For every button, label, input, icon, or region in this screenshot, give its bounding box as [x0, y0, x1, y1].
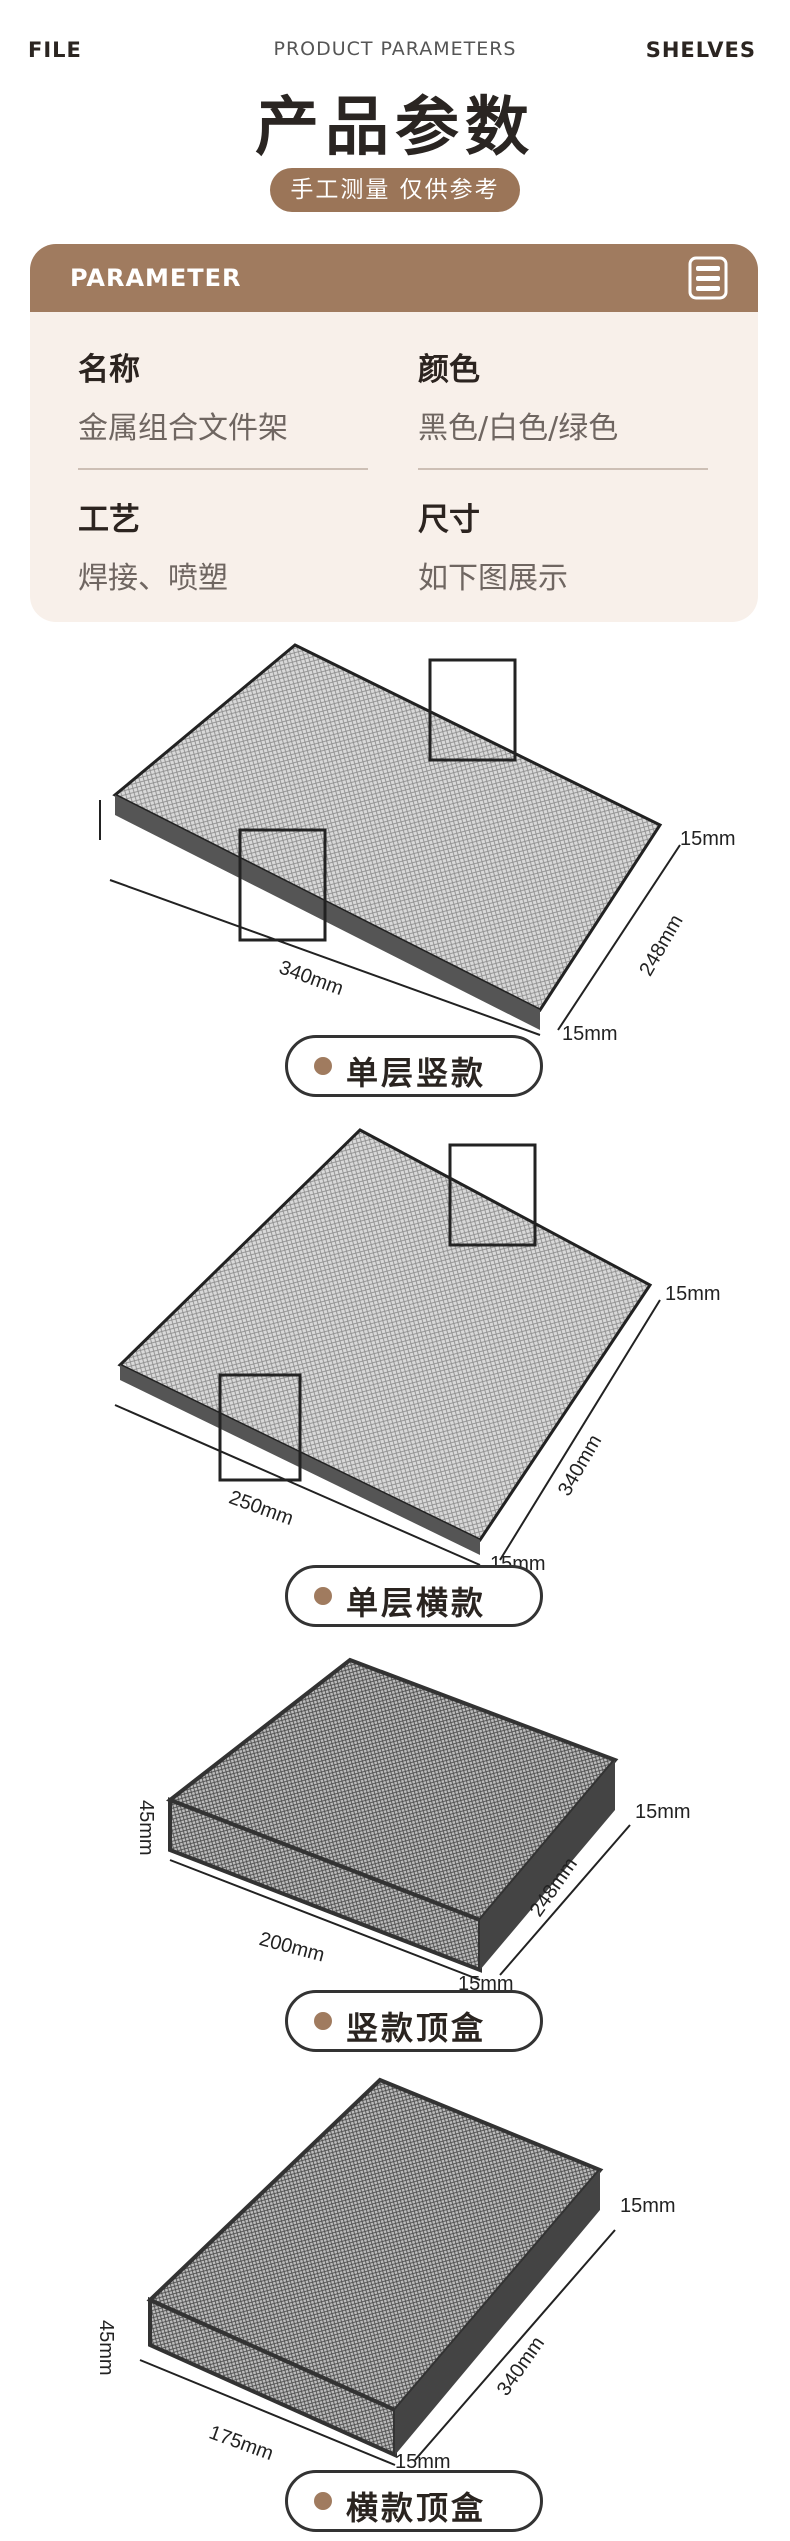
param-process: 工艺 焊接、喷塑	[78, 494, 368, 597]
param-name: 名称 金属组合文件架	[78, 344, 368, 447]
dim-bottom-edge: 15mm	[458, 1973, 514, 1995]
param-process-value: 焊接、喷塑	[78, 561, 228, 596]
dim-top-edge: 15mm	[665, 1283, 721, 1305]
caption-label: 单层横款	[346, 1584, 487, 1622]
dim-height: 45mm	[135, 1800, 157, 1856]
caption-vertical-top-box: 竖款顶盒	[285, 1990, 543, 2052]
caption-single-vertical: 单层竖款	[285, 1035, 543, 1097]
dim-depth: 340mm	[554, 1431, 606, 1500]
product-image-vertical-top-box: 45mm 200mm 248mm 15mm 15mm	[135, 1657, 691, 1995]
param-size-label: 尺寸	[418, 502, 480, 538]
dim-width: 250mm	[226, 1487, 296, 1530]
caption-label: 单层竖款	[346, 1054, 487, 1092]
page-title: 产品参数	[255, 91, 535, 165]
caption-horizontal-top-box: 横款顶盒	[285, 2470, 543, 2532]
bullet-dot	[314, 1057, 332, 1075]
param-process-label: 工艺	[78, 502, 140, 538]
parameter-card: PARAMETER 名称 金属组合文件架 颜色 黑色/白色/绿色 工艺 焊接、喷…	[30, 244, 758, 622]
param-name-value: 金属组合文件架	[78, 411, 288, 446]
parameter-heading: PARAMETER	[70, 264, 242, 292]
header-right-label: SHELVES	[645, 38, 756, 62]
dim-top-edge: 15mm	[620, 2195, 676, 2217]
param-color: 颜色 黑色/白色/绿色	[418, 344, 708, 447]
dim-top-edge: 15mm	[635, 1801, 691, 1823]
param-color-label: 颜色	[418, 352, 480, 388]
parameter-card-header: PARAMETER	[30, 244, 758, 312]
dim-height: 45mm	[95, 2320, 117, 2376]
bullet-dot	[314, 2012, 332, 2030]
caption-label: 竖款顶盒	[346, 2009, 487, 2047]
product-image-single-vertical: 64mm 340mm 248mm 15mm 15mm	[99, 643, 736, 1045]
param-color-value: 黑色/白色/绿色	[418, 411, 619, 446]
bullet-dot	[314, 2492, 332, 2510]
caption-single-horizontal: 单层横款	[285, 1565, 543, 1627]
product-image-horizontal-top-box: 45mm 175mm 340mm 15mm 15mm	[95, 2077, 676, 2470]
measurement-note-badge: 手工测量 仅供参考	[270, 168, 520, 212]
param-size-value: 如下图展示	[418, 561, 568, 596]
header-left-label: FILE	[28, 38, 82, 62]
dim-width: 340mm	[276, 957, 346, 1000]
dim-bottom-edge: 15mm	[395, 2451, 451, 2470]
dim-bottom-edge: 15mm	[562, 1023, 618, 1045]
dim-depth: 340mm	[493, 2333, 549, 2400]
dim-width: 200mm	[257, 1928, 327, 1967]
dim-height: 65mm	[80, 1345, 82, 1401]
bullet-dot	[314, 1587, 332, 1605]
divider	[78, 468, 368, 470]
param-size: 尺寸 如下图展示	[418, 494, 708, 597]
dim-top-edge: 15mm	[680, 828, 736, 850]
product-image-single-horizontal: 65mm 250mm 340mm 15mm 15mm	[80, 1128, 721, 1575]
param-name-label: 名称	[78, 352, 140, 388]
dim-depth: 248mm	[635, 911, 687, 980]
header-middle-label: PRODUCT PARAMETERS	[273, 38, 517, 60]
divider	[418, 468, 708, 470]
dim-width: 175mm	[206, 2422, 276, 2465]
list-icon	[688, 256, 728, 300]
caption-label: 横款顶盒	[346, 2489, 487, 2527]
